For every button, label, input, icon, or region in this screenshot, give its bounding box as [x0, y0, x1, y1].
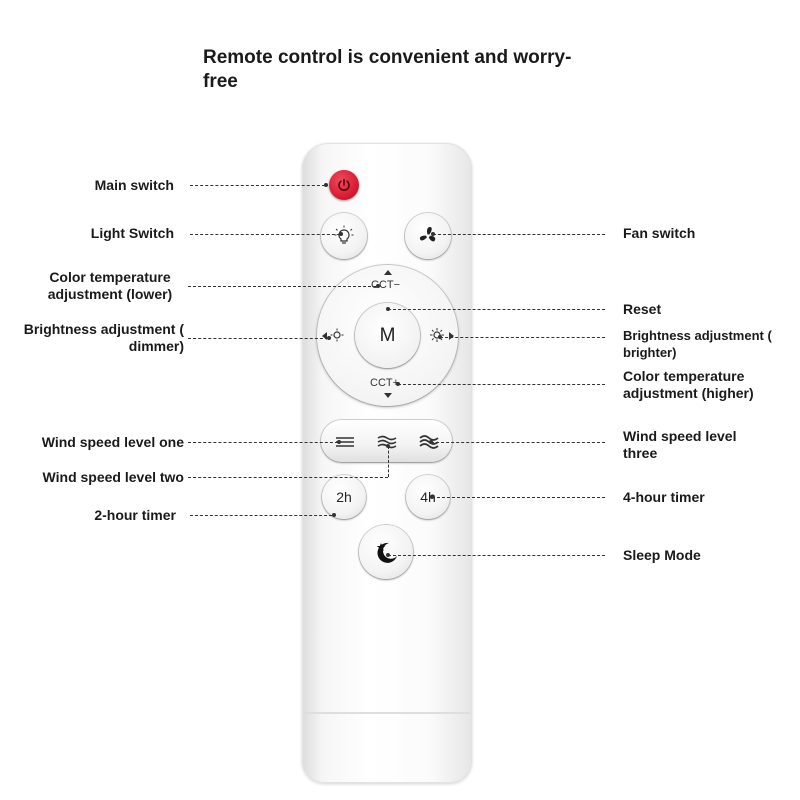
- leader-dot: [376, 284, 380, 288]
- leader-timer-2h: [190, 515, 332, 516]
- leader-dot: [386, 444, 390, 448]
- wind-two-icon[interactable]: [375, 430, 399, 454]
- leader-timer-4h: [432, 497, 605, 498]
- leader-dot: [337, 440, 341, 444]
- leader-dot: [429, 440, 433, 444]
- fan-icon: [419, 227, 436, 242]
- label-brightness-brighter: Brightness adjustment ( brighter): [623, 328, 772, 360]
- leader-dot: [332, 513, 336, 517]
- timer-4h-text: 4h: [420, 489, 436, 505]
- label-brightness-dimmer: Brightness adjustment ( dimmer): [23, 321, 184, 354]
- leader-dot: [396, 382, 400, 386]
- leader-dot: [430, 495, 434, 499]
- leader-dot: [386, 307, 390, 311]
- label-timer-2h: 2-hour timer: [94, 507, 176, 523]
- leader-fan-switch: [433, 234, 605, 235]
- down-arrow-icon: [384, 393, 392, 398]
- leader-wind-two: [188, 477, 388, 478]
- label-wind-two: Wind speed level two: [42, 469, 184, 485]
- leader-main-switch: [190, 185, 325, 186]
- leader-brightness-brighter: [440, 337, 605, 338]
- label-wind-one: Wind speed level one: [41, 434, 184, 450]
- leader-dot: [327, 336, 331, 340]
- leader-wind-one: [188, 442, 338, 443]
- mode-reset-button[interactable]: M: [355, 303, 420, 368]
- leader-dot: [431, 232, 435, 236]
- moon-star-icon: [376, 542, 397, 563]
- label-wind-three: Wind speed level three: [623, 428, 737, 461]
- timer-2h-button[interactable]: 2h: [322, 475, 366, 519]
- cct-plus-label: CCT+: [370, 377, 400, 389]
- remote-seam: [304, 712, 470, 714]
- label-light-switch: Light Switch: [90, 225, 174, 241]
- leader-sleep-mode: [388, 555, 605, 556]
- sun-bright-icon: [430, 328, 444, 342]
- leader-dot: [324, 183, 328, 187]
- fan-switch-button[interactable]: [405, 213, 451, 259]
- label-sleep-mode: Sleep Mode: [623, 547, 701, 563]
- leader-wind-three: [431, 442, 605, 443]
- label-main-switch: Main switch: [94, 177, 174, 193]
- left-arrow-icon: [322, 332, 327, 340]
- cct-minus-label: CCT−: [371, 279, 401, 291]
- leader-wind-two-vertical: [388, 446, 389, 477]
- sun-dim-icon: [330, 328, 344, 342]
- bulb-icon: [334, 225, 354, 244]
- leader-cct-higher: [398, 384, 605, 385]
- up-arrow-icon: [384, 270, 392, 275]
- leader-reset: [388, 309, 605, 310]
- label-fan-switch: Fan switch: [623, 225, 696, 241]
- label-timer-4h: 4-hour timer: [623, 489, 705, 505]
- leader-dot: [438, 335, 442, 339]
- leader-dot: [386, 553, 390, 557]
- label-cct-higher: Color temperature adjustment (higher): [623, 368, 754, 401]
- main-power-button[interactable]: [329, 170, 359, 200]
- leader-dot: [339, 232, 343, 236]
- leader-light-switch: [190, 234, 340, 235]
- sleep-mode-button[interactable]: [359, 525, 413, 579]
- diagram-title: Remote control is convenient and worry-f…: [203, 47, 572, 92]
- right-arrow-icon: [449, 332, 454, 340]
- leader-cct-lower: [188, 286, 376, 287]
- leader-brightness-dimmer: [188, 338, 328, 339]
- label-reset: Reset: [623, 301, 662, 317]
- light-switch-button[interactable]: [321, 213, 367, 259]
- label-cct-lower: Color temperature adjustment (lower): [47, 269, 173, 302]
- timer-2h-text: 2h: [336, 489, 352, 505]
- power-icon: [338, 178, 350, 191]
